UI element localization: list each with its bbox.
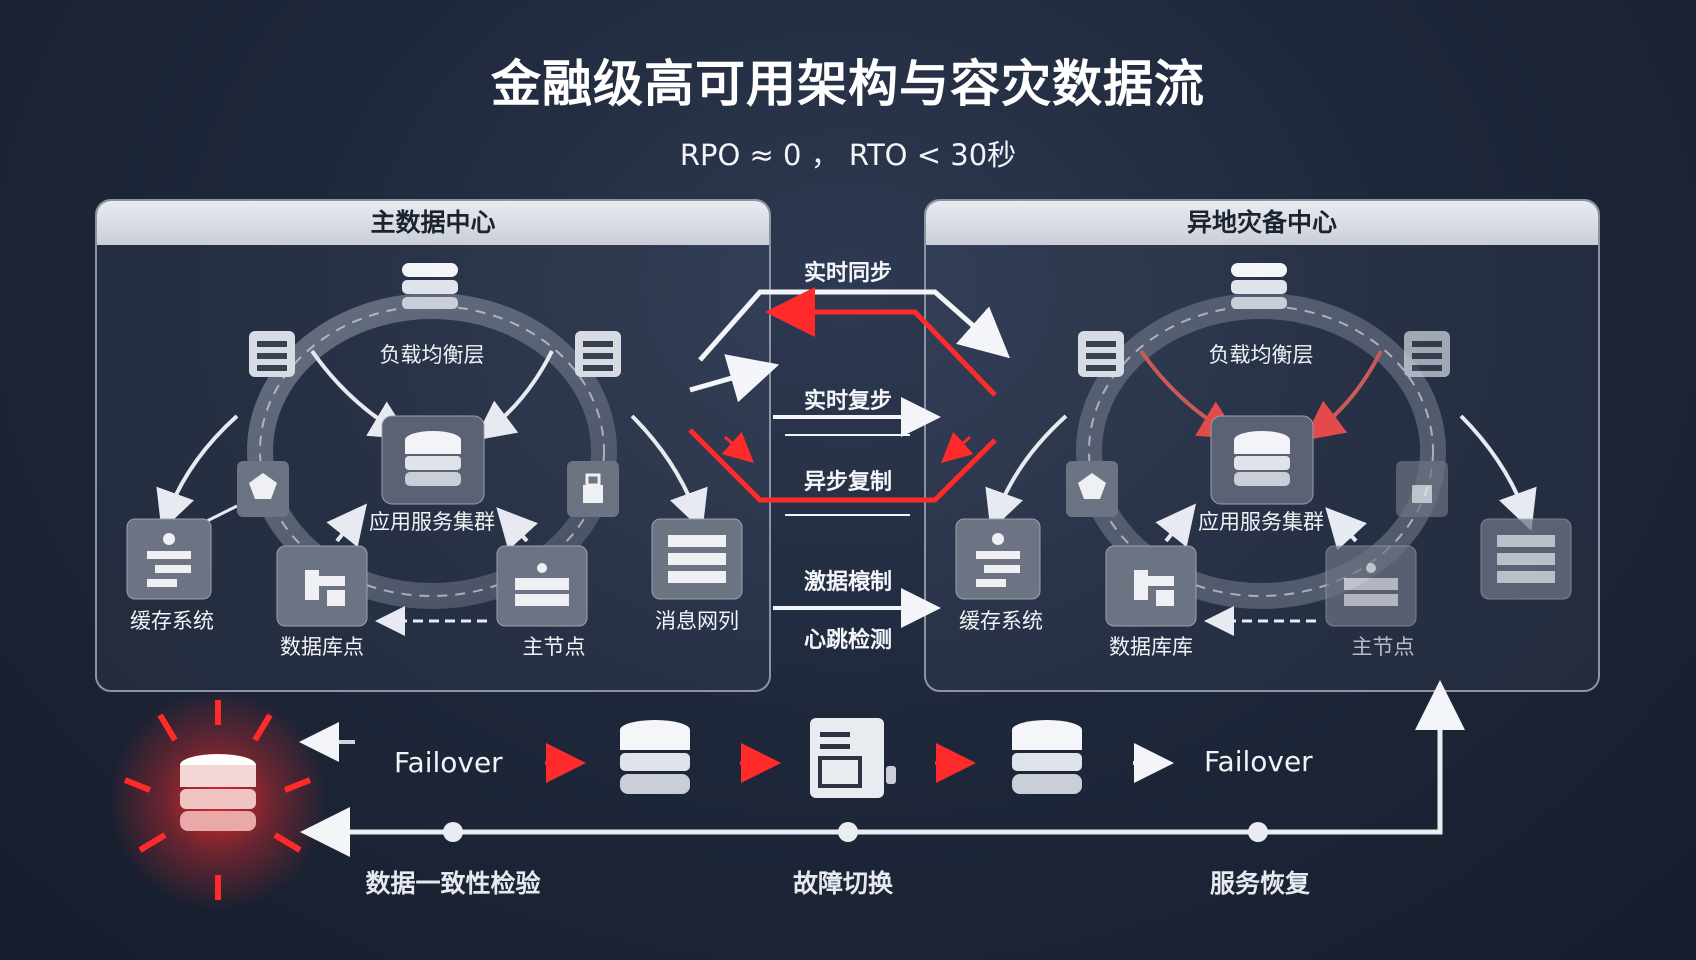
step-dot [443,822,463,842]
lock-icon [567,461,619,517]
dr-lb-label: 负载均衡层 [1208,343,1314,367]
async-replication-label: 异步复制 [803,470,893,495]
app-cluster-label: 应用服务集群 [369,510,495,534]
database-icon [620,720,690,794]
primary-datacenter-header: 主数据中心 [97,201,769,245]
page-subtitle: RPO ≈ 0 ， RTO < 30秒 [679,138,1017,172]
database-node-icon [276,545,368,627]
document-icon [810,718,896,798]
primary-topology-diagram [126,263,743,636]
dr-cache-label: 缓存系统 [959,609,1043,633]
app-cluster-icon [381,415,485,505]
step-dot [838,822,858,842]
lb-label: 负载均衡层 [379,343,485,367]
dr-topology-diagram [955,263,1572,636]
dr-datacenter-panel: 异地灾备中心 负载均衡层 应用服务集群 缓存系统 数据库库 主节点 [924,199,1600,692]
step-service-recovery: 服务恢复 [1209,869,1311,898]
async-replication-link [688,428,997,503]
realtime-sync-label: 实时同步 [803,261,893,286]
realtime-sync-link [698,289,1010,362]
recovery-loop-line [300,700,1443,857]
dr-database-label: 数据库库 [1109,635,1193,659]
server-icon [575,331,621,377]
message-queue-icon [651,518,743,600]
realtime-resync-label: 实时复步 [803,389,893,414]
database-label: 数据库点 [280,635,364,659]
dr-master-label: 主节点 [1351,635,1415,659]
step-dot [1248,822,1268,842]
page-title: 金融级高可用架构与容灾数据流 [491,55,1205,113]
realtime-sync-return-link [765,287,997,397]
master-node-icon [496,545,588,627]
failed-database-icon [180,754,256,831]
primary-datacenter-panel: 主数据中心 [95,199,771,692]
cache-icon [126,518,212,600]
heartbeat-label: 心跳检测 [803,628,893,653]
server-icon [249,331,295,377]
load-balancer-icon [402,263,458,309]
step-failover-switch: 故障切换 [792,869,894,898]
gateway-icon [237,461,289,517]
mq-label: 消息网列 [655,609,739,633]
stimulus-control-label: 激据榱制 [803,570,893,595]
failover-end-label: Failover [1204,745,1313,778]
dr-app-cluster-label: 应用服务集群 [1198,510,1324,534]
failover-start-label: Failover [394,746,503,779]
database-icon [1012,720,1082,794]
cache-label: 缓存系统 [130,609,214,633]
step-consistency-check: 数据一致性检验 [365,869,541,898]
dr-datacenter-header: 异地灾备中心 [926,201,1598,245]
master-label: 主节点 [522,635,586,659]
